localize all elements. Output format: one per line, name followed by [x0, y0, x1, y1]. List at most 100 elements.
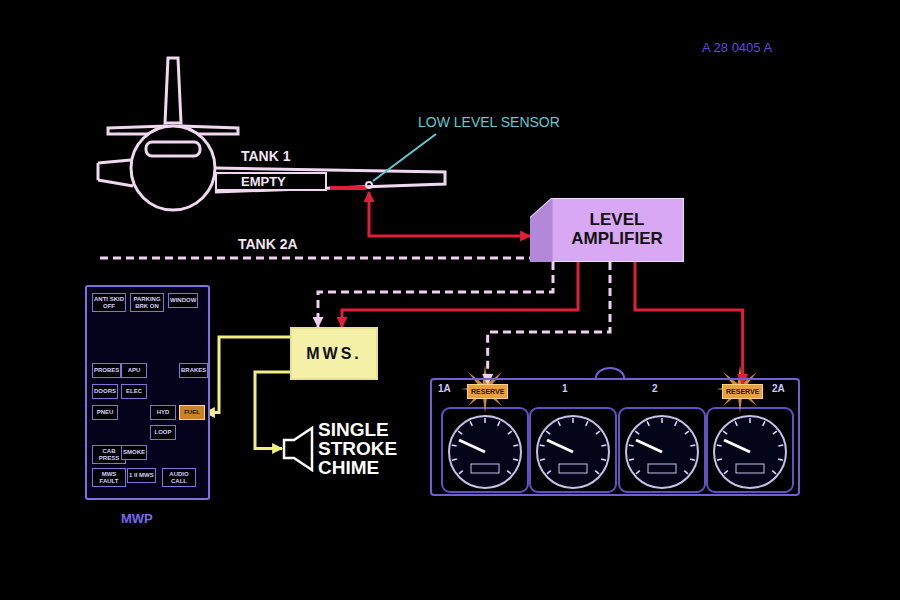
- cockpit: [146, 142, 200, 156]
- tank-band: TANK 1 EMPTY: [215, 146, 375, 192]
- gauge-bezel: [530, 408, 616, 492]
- gauge-bezel: [619, 408, 705, 492]
- gauge-tick: [690, 459, 695, 460]
- gauge-tick: [717, 459, 722, 460]
- gauge-tick: [636, 471, 640, 474]
- gauge-tick: [675, 421, 677, 425]
- node-text: EMPTY: [215, 172, 327, 191]
- gauge-dial: [626, 416, 698, 488]
- node-text: SMOKE: [123, 449, 145, 456]
- gauge-needle: [636, 440, 662, 452]
- gauge-bezel: [442, 408, 528, 492]
- gauge-tick: [508, 431, 512, 434]
- fin: [165, 58, 181, 123]
- panel-button: HYD: [150, 405, 176, 420]
- gauge-tick: [778, 459, 783, 460]
- sensor: [366, 182, 372, 188]
- amplifier-box: LEVEL AMPLIFIER: [530, 198, 684, 262]
- panel-button: DOORS: [92, 384, 118, 399]
- gauge-needle: [547, 440, 573, 452]
- tank-2a-wire: [100, 257, 530, 260]
- gauge-panel: 1A122ARESERVERESERVE: [430, 378, 800, 496]
- node-text: HYD: [152, 409, 174, 416]
- gauge-tick: [459, 471, 463, 474]
- signal-wire: [205, 337, 290, 413]
- gauge-tick: [547, 471, 551, 474]
- gauge-tick: [586, 421, 588, 425]
- gauge-tick: [635, 431, 639, 434]
- gauge-tick: [690, 445, 695, 446]
- gauge-tick: [724, 471, 728, 474]
- speaker-icon: [282, 426, 316, 472]
- gauge-tick: [723, 431, 727, 434]
- gauge-tick: [540, 445, 545, 446]
- gauge-tick: [513, 445, 518, 446]
- gauge-dial: [537, 416, 609, 488]
- gauge-tick: [484, 418, 486, 423]
- leader-line: [373, 134, 436, 181]
- gauge-bezel: [707, 408, 793, 492]
- gauge-dial: [714, 416, 786, 488]
- gauge-tick: [763, 421, 765, 425]
- gauge-needle: [459, 440, 485, 452]
- gauge-counter: [559, 464, 587, 473]
- panel-button: SMOKE: [121, 445, 147, 460]
- node-text: BRAKES: [181, 367, 206, 374]
- airplane: [98, 58, 445, 210]
- node-text: MWP: [121, 511, 153, 526]
- signal-wire: [635, 262, 743, 384]
- node-text: RESERVE: [471, 388, 504, 395]
- panel-button: APU: [121, 363, 147, 378]
- panel-button: MWS FAULT: [92, 468, 126, 487]
- gauge-tick: [558, 421, 560, 425]
- panel-button: BRAKES: [179, 363, 208, 378]
- gauge-tick: [601, 459, 606, 460]
- gauge-dial: [449, 416, 521, 488]
- node-text: TANK 1: [241, 148, 291, 164]
- gauge-tick: [601, 445, 606, 446]
- gauge-tick: [572, 418, 574, 423]
- node-text: 1A: [438, 383, 451, 394]
- gauge-tick: [470, 421, 472, 425]
- node-text: LEVEL AMPLIFIER: [558, 211, 676, 248]
- panel-button: LOOP: [150, 425, 176, 440]
- gauge-tick: [452, 445, 457, 446]
- signal-wire: [318, 262, 553, 327]
- gauge-tick: [540, 459, 545, 460]
- node-text: 2: [652, 383, 658, 394]
- warning-panel: MWPANTI SKID OFFPARKING BRK ONWINDOWPROB…: [85, 285, 210, 500]
- node-text: MWS.: [306, 345, 362, 363]
- reserve-light: RESERVE: [467, 384, 508, 399]
- node-text: LOOP: [152, 429, 174, 436]
- panel-button: 1 II MWS: [127, 468, 156, 483]
- signal-wire: [369, 192, 530, 236]
- node-text: AUDIO CALL: [164, 471, 194, 484]
- gauge-tick: [498, 421, 500, 425]
- reserve-light: RESERVE: [722, 384, 763, 399]
- node-text: PNEU: [94, 409, 116, 416]
- node-text: 2A: [772, 383, 785, 394]
- panel-button: WINDOW: [168, 293, 198, 308]
- node-text: PARKING BRK ON: [132, 296, 162, 309]
- gauge-tick: [778, 445, 783, 446]
- amplifier-side: [530, 198, 553, 262]
- gauge-tick: [717, 445, 722, 446]
- gauge-tick: [595, 471, 599, 474]
- panel-button: ELEC: [121, 384, 147, 399]
- fuselage: [131, 126, 215, 210]
- gauge-tick: [772, 471, 776, 474]
- wire-label: TANK 2A: [238, 236, 298, 252]
- warning-light: FUEL: [179, 405, 205, 420]
- panel-button: PNEU: [92, 405, 118, 420]
- right-wing: [215, 168, 445, 192]
- gauge-tick: [629, 459, 634, 460]
- gauge-tick: [507, 471, 511, 474]
- speaker-cone: [284, 428, 312, 470]
- node-text: ANTI SKID OFF: [94, 296, 124, 309]
- gauge-tick: [684, 471, 688, 474]
- signal-wire: [488, 262, 610, 384]
- panel-button: PARKING BRK ON: [130, 293, 164, 312]
- gauge-tick: [596, 431, 600, 434]
- left-wing: [98, 160, 133, 186]
- panel-button: ANTI SKID OFF: [92, 293, 126, 312]
